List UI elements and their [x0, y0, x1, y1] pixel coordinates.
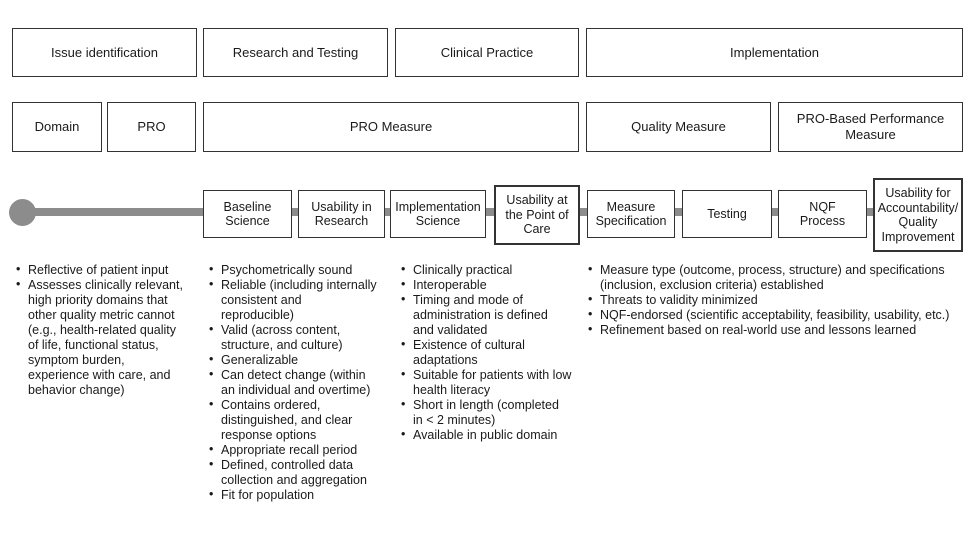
bullet-item: Measure type (outcome, process, structur…: [584, 262, 966, 293]
phase-box-clinical-practice: Clinical Practice: [395, 28, 579, 77]
bullet-item: Can detect change (within an individual …: [205, 367, 389, 398]
bullet-item: Timing and mode of administration is def…: [397, 292, 583, 338]
stage-box-nqf-process: NQF Process: [778, 190, 867, 238]
phase-box-research-and-testing: Research and Testing: [203, 28, 388, 77]
stage-box-testing: Testing: [682, 190, 772, 238]
criteria-column-clinical-practice: Clinically practical Interoperable Timin…: [397, 262, 583, 443]
bullet-item: Existence of cultural adaptations: [397, 337, 583, 368]
artifact-box-pro: PRO: [107, 102, 196, 152]
bullet-item: Suitable for patients with low health li…: [397, 367, 583, 398]
criteria-column-pro-domain: Reflective of patient input Assesses cli…: [12, 262, 194, 398]
bullet-item: Psychometrically sound: [205, 262, 389, 278]
bullet-item: Reliable (including internally consisten…: [205, 277, 389, 323]
bullet-item: Interoperable: [397, 277, 583, 293]
bullet-item: Assesses clinically relevant, high prior…: [12, 277, 194, 398]
bullet-item: Defined, controlled data collection and …: [205, 457, 389, 488]
stage-box-usability-in-research: Usability in Research: [298, 190, 385, 238]
bullet-item: Refinement based on real-world use and l…: [584, 322, 966, 338]
stage-box-usability-at-point-of-care: Usability at the Point of Care: [494, 185, 580, 245]
bullet-item: Clinically practical: [397, 262, 583, 278]
bullet-item: Reflective of patient input: [12, 262, 194, 278]
bullet-item: Contains ordered, distinguished, and cle…: [205, 397, 389, 443]
criteria-column-pro-measure-science: Psychometrically sound Reliable (includi…: [205, 262, 389, 503]
bullet-item: Generalizable: [205, 352, 389, 368]
artifact-box-quality-measure: Quality Measure: [586, 102, 771, 152]
phase-box-issue-identification: Issue identification: [12, 28, 197, 77]
stage-box-measure-specification: Measure Specification: [587, 190, 675, 238]
stage-box-usability-for-accountability: Usability for Accountability/ Quality Im…: [873, 178, 963, 252]
stage-box-implementation-science: Implementation Science: [390, 190, 486, 238]
bullet-item: Appropriate recall period: [205, 442, 389, 458]
bullet-item: Short in length (completed in < 2 minute…: [397, 397, 583, 428]
stage-box-baseline-science: Baseline Science: [203, 190, 292, 238]
artifact-box-pro-measure: PRO Measure: [203, 102, 579, 152]
bullet-item: Fit for population: [205, 487, 389, 503]
bullet-item: Threats to validity minimized: [584, 292, 966, 308]
bullet-item: Available in public domain: [397, 427, 583, 443]
criteria-column-implementation: Measure type (outcome, process, structur…: [584, 262, 966, 338]
artifact-box-pro-based-performance-measure: PRO-Based Performance Measure: [778, 102, 963, 152]
phase-box-implementation: Implementation: [586, 28, 963, 77]
bullet-item: NQF-endorsed (scientific acceptability, …: [584, 307, 966, 323]
artifact-box-domain: Domain: [12, 102, 102, 152]
bullet-item: Valid (across content, structure, and cu…: [205, 322, 389, 353]
